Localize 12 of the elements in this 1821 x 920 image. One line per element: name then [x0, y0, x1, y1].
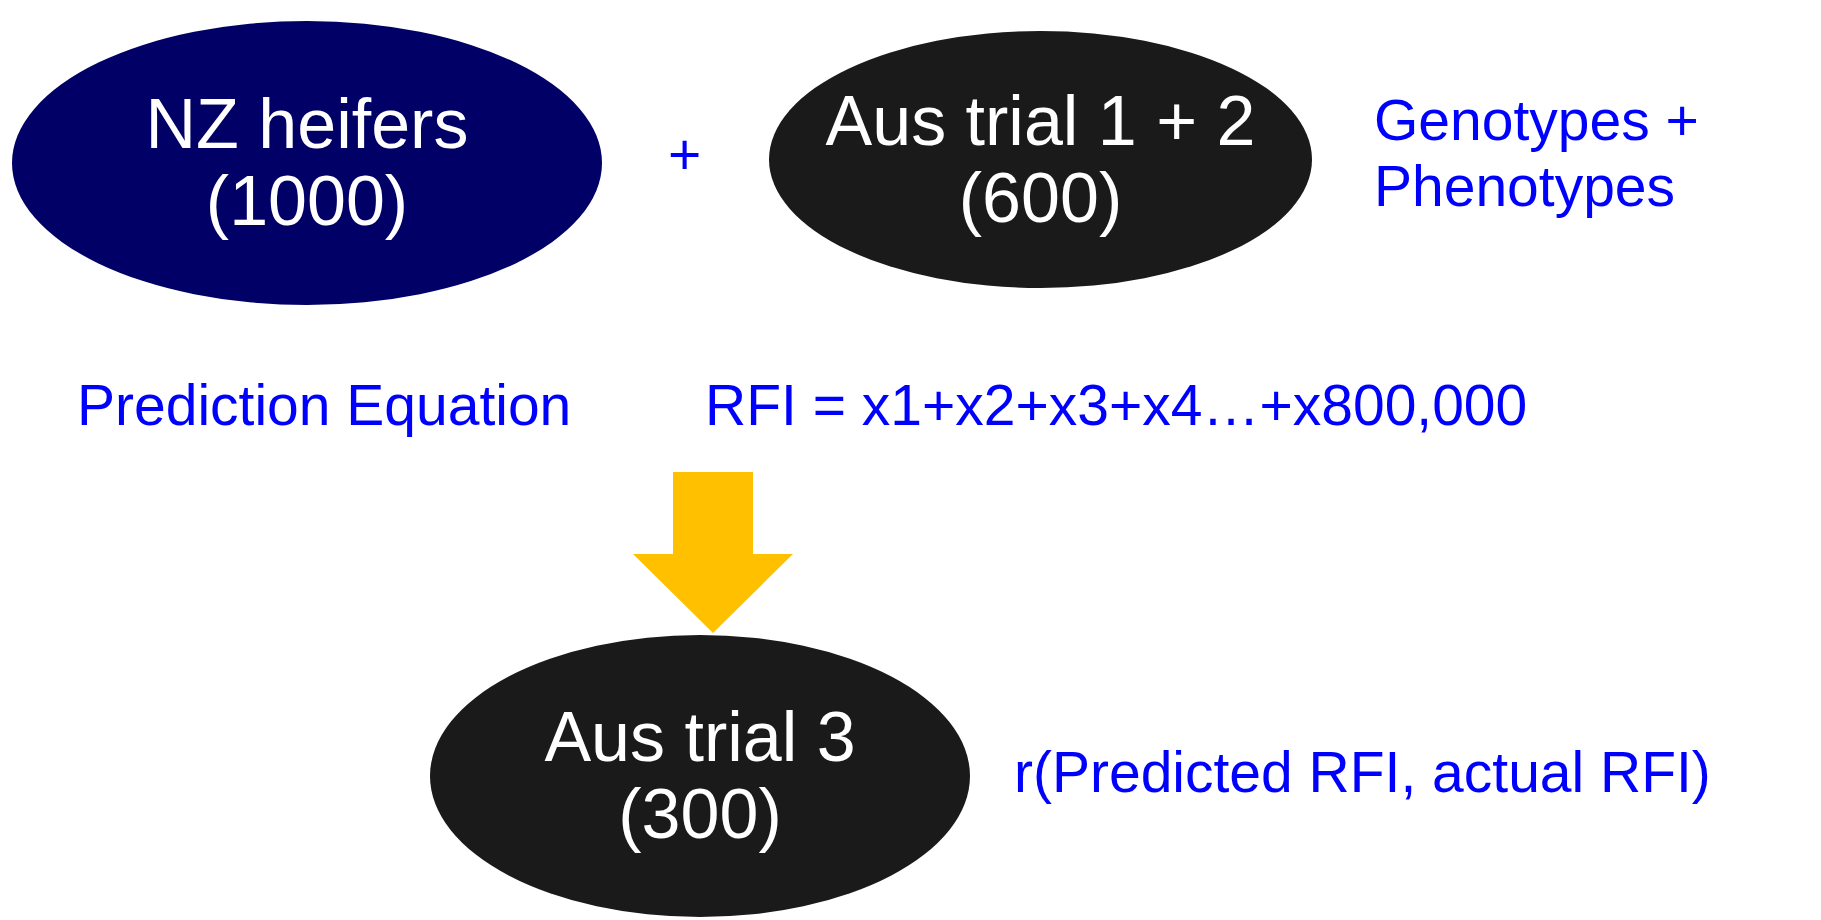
plus-sign: +: [668, 122, 703, 188]
node-title: Aus trial 3: [543, 699, 857, 776]
text-label: Prediction Equation: [77, 373, 573, 439]
block-arrow: [633, 472, 793, 633]
node-count: (600): [957, 159, 1124, 237]
beside-note: r(Predicted RFI, actual RFI): [1014, 740, 1711, 806]
text-label: RFI = x1+x2+x3+x4…+x800,000: [705, 373, 1529, 439]
node-title: Aus trial 1 + 2: [824, 82, 1257, 160]
node-title: NZ heifers: [144, 86, 470, 163]
node-count: (300): [617, 776, 783, 853]
text-label: Genotypes + Phenotypes: [1374, 88, 1700, 220]
node-count: (1000): [204, 163, 410, 240]
